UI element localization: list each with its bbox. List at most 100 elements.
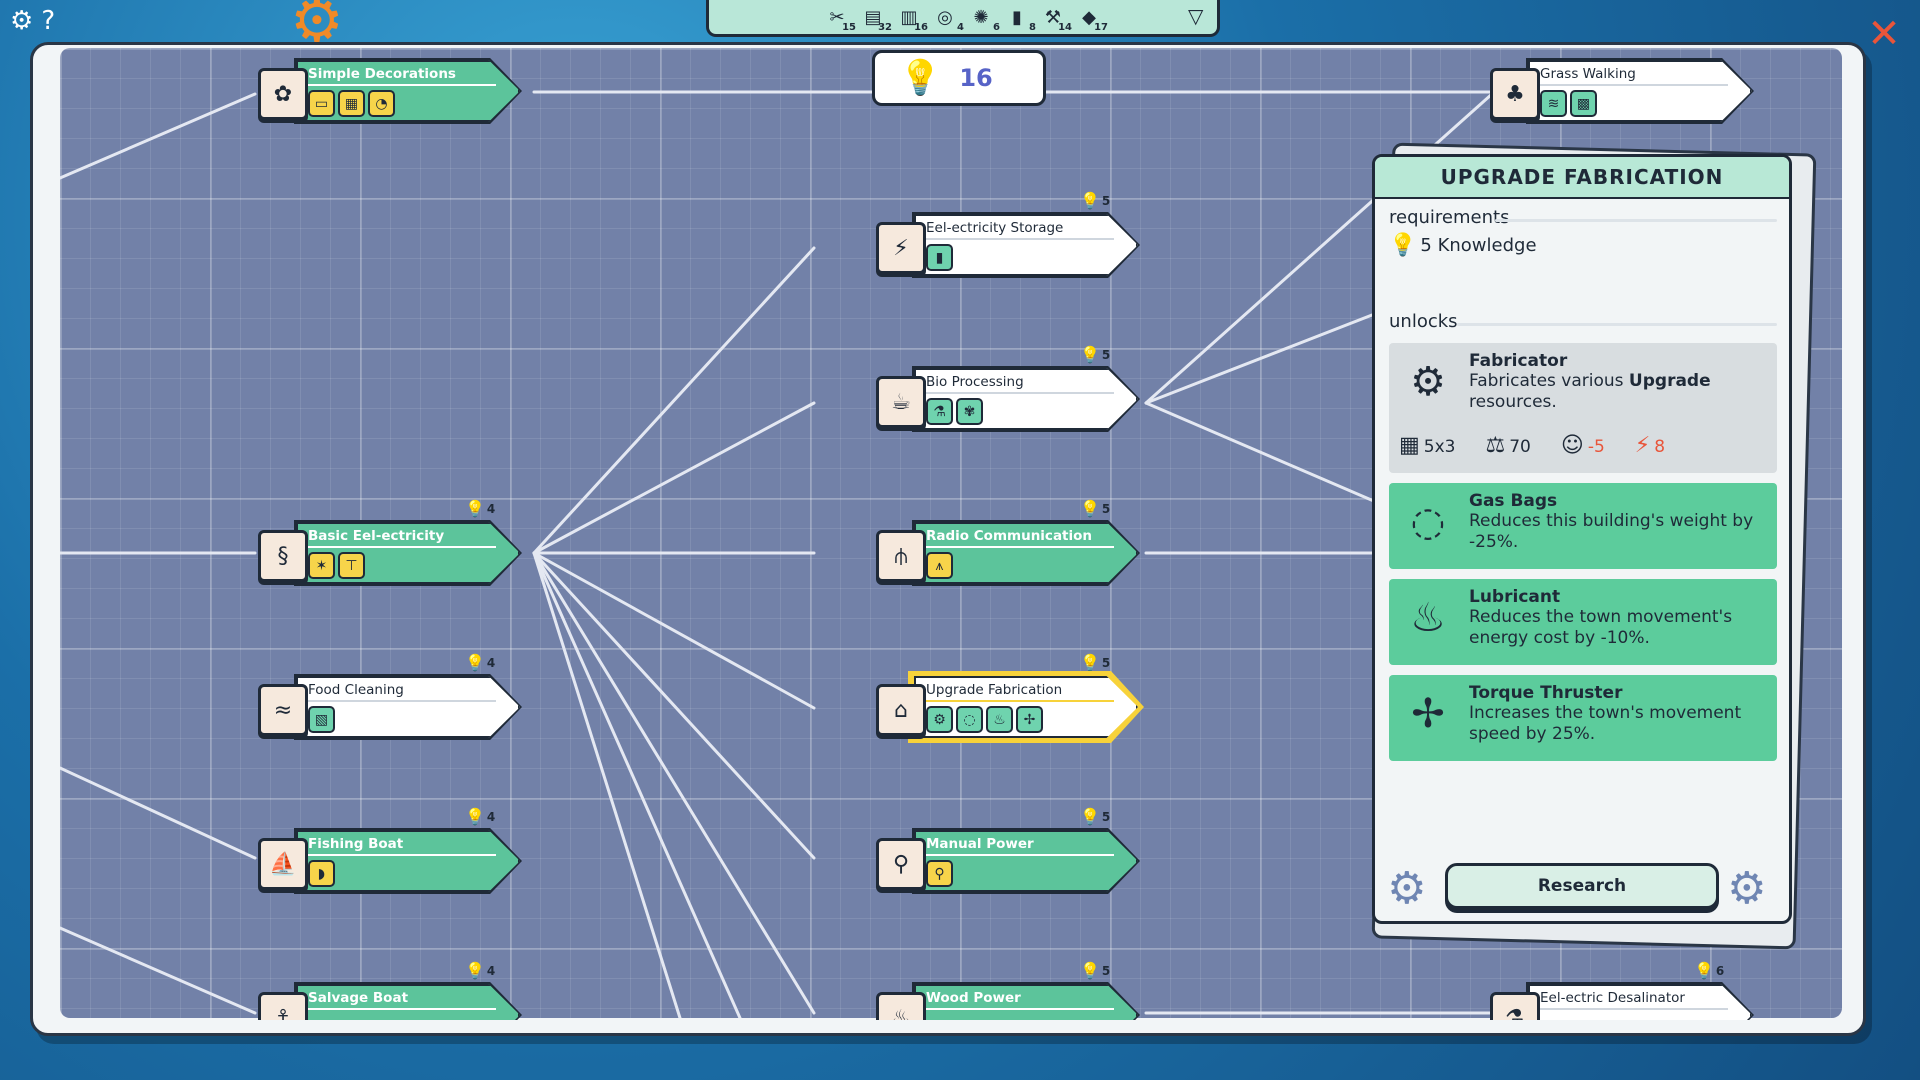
- node-title: Food Cleaning: [308, 682, 404, 698]
- gear-parts-icon: ⚒14: [1044, 6, 1072, 34]
- knowledge-cost: 💡4: [465, 653, 496, 672]
- grid-size-icon: ▦: [1399, 433, 1420, 458]
- battery-icon: ▮8: [1012, 6, 1036, 34]
- node-title: Radio Communication: [926, 528, 1093, 544]
- tech-detail-panel: UPGRADE FABRICATION requirements 💡 5 Kno…: [1372, 154, 1792, 924]
- unlock-lubricant[interactable]: ♨ Lubricant Reduces the town movement's …: [1389, 579, 1777, 665]
- antenna-icon: ⩚: [926, 552, 953, 579]
- battery-box-icon: ⚡: [876, 222, 926, 274]
- tech-node-fishing-boat[interactable]: ⛵ Fishing Boat ◗: [258, 828, 534, 894]
- knowledge-bulb-icon: 💡: [1080, 191, 1100, 210]
- tech-node-manual-power[interactable]: ⚲ Manual Power ⚲: [876, 828, 1152, 894]
- rope-icon: ◎4: [937, 6, 964, 34]
- knowledge-value: 16: [959, 64, 993, 92]
- water-icon: ◆17: [1082, 6, 1108, 34]
- node-title: Eel-ectricity Storage: [926, 220, 1064, 236]
- tech-node-salvage-boat[interactable]: ⚓ Salvage Boat: [258, 982, 534, 1020]
- knowledge-cost: 💡5: [1080, 807, 1111, 826]
- gas-bag-icon: ◌: [1410, 499, 1446, 545]
- bio-machine-icon: ⚗: [926, 398, 953, 425]
- coral-icon: ✺6: [973, 6, 1000, 34]
- oil-can-icon: ♨: [1410, 595, 1446, 641]
- knowledge-bulb-icon: 💡: [465, 499, 485, 518]
- stat-weight: ⚖70: [1485, 433, 1531, 458]
- teapot-icon: ☕: [876, 376, 926, 428]
- knowledge-bulb-icon: 💡: [465, 807, 485, 826]
- rug-icon: ▦: [338, 90, 365, 117]
- eel-generator-icon: ✶: [308, 552, 335, 579]
- node-title: Fishing Boat: [308, 836, 404, 852]
- unlock-gas-bags[interactable]: ◌ Gas Bags Reduces this building's weigh…: [1389, 483, 1777, 569]
- knowledge-cost: 💡4: [465, 807, 496, 826]
- node-title: Simple Decorations: [308, 66, 456, 82]
- tree-connections: [60, 90, 1494, 1018]
- help-icon[interactable]: ?: [41, 6, 56, 36]
- wood-icon: ▥16: [900, 6, 928, 34]
- tech-node-eel-ectric-desalinator[interactable]: ⚗ Eel-ectric Desalinator: [1490, 982, 1766, 1020]
- resource-bar: ✂15 ▤32 ▥16 ◎4 ✺6 ▮8 ⚒14 ◆17: [706, 0, 1220, 37]
- tech-node-basic-eel-ectricity[interactable]: § Basic Eel-ectricity ✶⊤: [258, 520, 534, 586]
- duck-icon: ◔: [368, 90, 395, 117]
- gas-bag-icon: ◌: [956, 706, 983, 733]
- washer-icon: ▧: [308, 706, 335, 733]
- tools-icon: ✂15: [829, 6, 856, 34]
- fabricator-stats: ▦5x3 ⚖70 ☺-5 ⚡8: [1399, 433, 1665, 458]
- filter-icon[interactable]: ▽: [1188, 4, 1204, 28]
- knowledge-bulb-icon: 💡: [465, 961, 485, 980]
- pedal-generator-icon: ⚲: [926, 860, 953, 887]
- system-icons: ⚙ ?: [10, 6, 55, 36]
- node-title: Manual Power: [926, 836, 1034, 852]
- tech-node-simple-decorations[interactable]: ✿ Simple Decorations ▭▦◔: [258, 58, 534, 124]
- wood-burner-icon: ♨: [876, 992, 926, 1020]
- power-pole-icon: ⊤: [338, 552, 365, 579]
- knowledge-bulb-icon: 💡: [1080, 499, 1100, 518]
- knowledge-bulb-icon: 💡: [1080, 345, 1100, 364]
- knowledge-bulb-icon: 💡: [1080, 961, 1100, 980]
- fabrication-icon: ⌂: [876, 684, 926, 736]
- grass-tile-icon: ▩: [1570, 90, 1597, 117]
- fabricator-icon: ⚙: [926, 706, 953, 733]
- unlocks-label: unlocks: [1389, 311, 1458, 332]
- knowledge-cost: 💡4: [465, 961, 496, 980]
- fabric-icon: ▤32: [864, 6, 892, 34]
- knowledge-bulb-icon: 💡: [1694, 961, 1714, 980]
- tech-node-radio-communication[interactable]: ⫛ Radio Communication ⩚: [876, 520, 1152, 586]
- bicycle-icon: ⚲: [876, 838, 926, 890]
- propeller-icon: ✢: [1016, 706, 1043, 733]
- battery-icon: ▮: [926, 244, 953, 271]
- gear-right-icon: ⚙: [1727, 863, 1767, 914]
- tech-node-bio-processing[interactable]: ☕ Bio Processing ⚗✾: [876, 366, 1152, 432]
- tech-node-upgrade-fabrication[interactable]: ⌂ Upgrade Fabrication ⚙◌♨✢: [876, 671, 1152, 743]
- grass-icon: ≋: [1540, 90, 1567, 117]
- settings-icon[interactable]: ⚙: [10, 6, 34, 36]
- bench-icon: ▭: [308, 90, 335, 117]
- tech-node-wood-power[interactable]: ♨ Wood Power: [876, 982, 1152, 1020]
- knowledge-cost: 💡4: [465, 499, 496, 518]
- requirement-knowledge: 💡 5 Knowledge: [1389, 233, 1537, 258]
- fabricator-description: Fabricates various Upgrade resources.: [1469, 371, 1711, 412]
- unlock-torque-thruster[interactable]: ✢ Torque Thruster Increases the town's m…: [1389, 675, 1777, 761]
- knowledge-cost: 💡6: [1694, 961, 1725, 980]
- tech-node-food-cleaning[interactable]: ≈ Food Cleaning ▧: [258, 674, 534, 740]
- knowledge-bulb-icon: 💡: [1080, 807, 1100, 826]
- unlock-fabricator[interactable]: ⚙ Fabricator Fabricates various Upgrade …: [1389, 343, 1777, 473]
- energy-icon: ⚡: [1634, 433, 1651, 458]
- propeller-icon: ✢: [1411, 691, 1445, 737]
- research-button[interactable]: Research: [1445, 863, 1719, 909]
- fabricator-icon: ⚙: [1410, 359, 1446, 405]
- weight-icon: ⚖: [1485, 433, 1506, 458]
- knowledge-cost: 💡5: [1080, 345, 1111, 364]
- node-title: Basic Eel-ectricity: [308, 528, 445, 544]
- node-title: Wood Power: [926, 990, 1021, 1006]
- knowledge-bulb-icon: 💡: [465, 653, 485, 672]
- tech-node-eel-storage[interactable]: ⚡ Eel-ectricity Storage ▮: [876, 212, 1152, 278]
- tech-node-grass-walking[interactable]: ♣ Grass Walking ≋▩: [1490, 58, 1766, 124]
- oil-can-icon: ♨: [986, 706, 1013, 733]
- stat-size: ▦5x3: [1399, 433, 1456, 458]
- radio-tower-icon: ⫛: [876, 530, 926, 582]
- node-title: Salvage Boat: [308, 990, 409, 1006]
- stat-energy: ⚡8: [1634, 433, 1666, 458]
- knowledge-cost: 💡5: [1080, 191, 1111, 210]
- fish-wash-icon: ≈: [258, 684, 308, 736]
- close-icon[interactable]: ✕: [1867, 11, 1901, 57]
